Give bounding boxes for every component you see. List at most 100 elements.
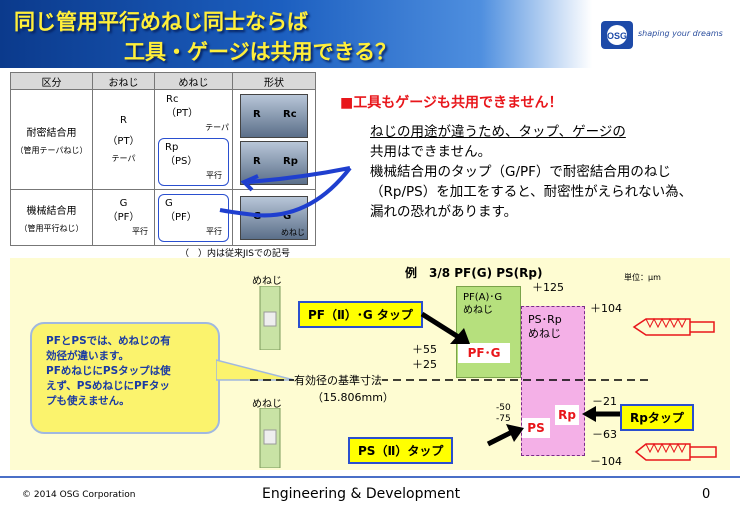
callout-line: 効径が違います。 <box>46 350 129 362</box>
female-top-old: （PT） <box>166 108 199 119</box>
dim-minus21: －21 <box>592 395 617 408</box>
example-label: 例 3/8 PF(G) PS(Rp) <box>405 266 543 280</box>
category-sub: （管用テーパねじ） <box>15 145 88 155</box>
dim-plus125: ＋125 <box>532 281 564 294</box>
dim-plus55: ＋55 <box>412 343 437 356</box>
shape-cell: G G めねじ <box>232 189 316 246</box>
rp-tap-label: Rpタップ <box>620 404 694 431</box>
rp-box: Rp <box>555 405 579 425</box>
dim-minus104: －104 <box>590 455 622 468</box>
female-bottom-type: 平行 <box>206 171 222 180</box>
female-g-box: G （PF） 平行 <box>158 193 229 242</box>
dim-minus75: -75 <box>496 414 511 424</box>
arrow-icon <box>420 311 470 344</box>
pf-tap-label: PF（Ⅱ）･G タップ <box>298 301 423 328</box>
category-label: 耐密結合用 <box>26 127 77 139</box>
shape-taper-diagram: R Rc <box>240 94 308 138</box>
female-rp-box: Rp （PS） 平行 <box>158 138 229 186</box>
shape-label-r2: R <box>253 156 261 167</box>
male-code: R <box>120 115 127 126</box>
body-line: 共用はできません。 <box>370 144 492 160</box>
table-note: （ ）内は従来JISでの記号 <box>180 249 291 259</box>
category-sub: （管用平行ねじ） <box>19 223 84 233</box>
body-text: ねじの用途が違うため、タップ、ゲージの 共用はできません。 機械結合用のタップ（… <box>370 122 740 222</box>
female-thread-icon <box>259 286 281 350</box>
pitch-label-1: 有効径の基準寸法 <box>294 372 382 388</box>
callout-pointer <box>216 359 295 381</box>
explanation-callout: PFとPSでは、めねじの有 効径が違います。 PFめねじにPSタップは使 えず、… <box>30 322 220 434</box>
page-number: 0 <box>702 487 711 502</box>
thread-table: 区分 おねじ めねじ 形状 耐密結合用 （管用テーパねじ） R （PT） テーパ <box>10 72 316 246</box>
body-line: 漏れの恐れがあります。 <box>370 204 518 220</box>
body-line: （Rp/PS）を加工をすると、耐密性がえられない為、 <box>370 184 693 200</box>
ps-tap-label: PS（Ⅱ）タップ <box>348 437 454 464</box>
shape-label-rp: Rp <box>283 156 298 167</box>
col-header-male: おねじ <box>92 72 155 90</box>
green-label-2: めねじ <box>463 305 493 316</box>
arrow-icon <box>486 424 524 447</box>
male-old-code: （PT） <box>107 136 140 147</box>
title-line-2: 工具・ゲージは共用できる？ <box>124 40 397 64</box>
shape-parallel-diagram: G G めねじ <box>240 195 308 240</box>
category-cell: 機械結合用 （管用平行ねじ） <box>10 189 93 246</box>
table-row: 耐密結合用 （管用テーパねじ） R （PT） テーパ Rc （PT） テーパ <box>10 89 316 190</box>
male-cell: R （PT） テーパ <box>92 89 155 190</box>
table-row: 機械結合用 （管用平行ねじ） G （PF） 平行 G （PF） 平行 <box>10 189 316 246</box>
body-line: ねじの用途が違うため、タップ、ゲージの <box>370 124 626 140</box>
female-cell: G （PF） 平行 <box>154 189 233 246</box>
shape-note: めねじ <box>281 227 305 237</box>
footer-center-text: Engineering & Development <box>262 486 461 502</box>
female-cell: Rc （PT） テーパ Rp （PS） 平行 <box>154 89 233 190</box>
callout-line: えず、PSめねじにPFタッ <box>46 380 170 392</box>
male-code: G <box>119 197 128 209</box>
pfg-box: PF･G <box>458 343 510 363</box>
category-cell: 耐密結合用 （管用テーパねじ） <box>10 89 93 190</box>
dim-plus25: ＋25 <box>412 358 437 371</box>
female-top-type: テーパ <box>205 123 229 132</box>
footer-divider <box>0 476 740 478</box>
male-old-code: （PF） <box>107 211 140 223</box>
ps-box: PS <box>522 418 550 438</box>
shape-label-rc: Rc <box>283 109 297 120</box>
female-code: G <box>165 197 173 209</box>
pink-label-2: めねじ <box>528 327 561 340</box>
male-cell: G （PF） 平行 <box>92 189 155 246</box>
female-label-top: めねじ <box>252 276 282 287</box>
tagline: shaping your dreams <box>638 29 723 38</box>
pitch-label-2: （15.806mm） <box>312 391 394 404</box>
dim-minus63: －63 <box>592 428 617 441</box>
male-type: テーパ <box>111 154 136 163</box>
unit-label: 単位：μm <box>624 273 661 282</box>
dim-plus104: ＋104 <box>590 302 622 315</box>
warning-heading: ■工具もゲージも共用できません！ <box>340 95 563 111</box>
arrow-icon <box>582 406 620 422</box>
tap-tool-icon <box>634 442 717 461</box>
logo-text: OSG <box>607 31 627 41</box>
female-bottom-code: Rp <box>165 142 179 153</box>
col-header-category: 区分 <box>10 72 93 90</box>
shape-cell: R Rc R Rp <box>232 89 316 190</box>
category-label: 機械結合用 <box>26 205 77 217</box>
female-label-bottom: めねじ <box>252 399 282 410</box>
callout-line: PFめねじにPSタップは使 <box>46 365 171 377</box>
pink-label-1: PS･Rp <box>528 313 562 326</box>
col-header-shape: 形状 <box>232 72 316 90</box>
copyright: © 2014 OSG Corporation <box>22 490 136 500</box>
curved-arrow-icon <box>219 166 352 218</box>
shape-label-g2: G <box>283 210 292 222</box>
male-type: 平行 <box>132 226 148 236</box>
title-line-1: 同じ管用平行めねじ同士ならば <box>14 10 308 34</box>
female-old-code: （PF） <box>165 211 197 223</box>
female-type: 平行 <box>206 226 222 236</box>
tap-tool-icon <box>632 317 715 336</box>
body-line: 機械結合用のタップ（G/PF）で耐密結合用のねじ <box>370 164 671 180</box>
female-bottom-old: （PS） <box>165 156 198 167</box>
female-thread-icon <box>259 408 281 468</box>
green-label-1: PF(A)･G <box>463 292 503 303</box>
col-header-female: めねじ <box>154 72 233 90</box>
callout-line: PFとPSでは、めねじの有 <box>46 335 171 347</box>
shape-label-r: R <box>253 109 261 120</box>
osg-logo-icon: OSG <box>601 21 633 49</box>
female-top-code: Rc <box>166 94 179 105</box>
